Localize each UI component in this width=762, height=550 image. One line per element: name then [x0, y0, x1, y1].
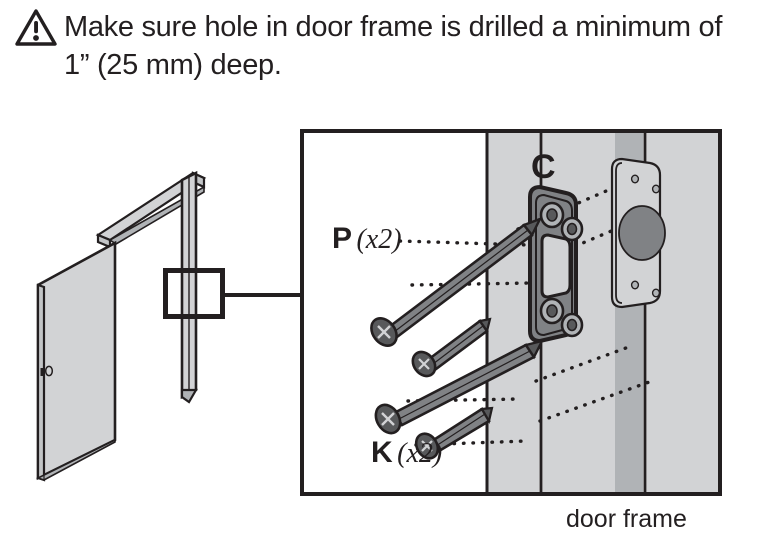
warning-triangle-icon [14, 8, 58, 48]
long-screw-P [370, 216, 543, 347]
door-frame-target-plate [610, 157, 666, 309]
strike-plate-C [528, 184, 584, 344]
caption-door-frame: door frame [566, 505, 687, 533]
screw-pair-P [370, 216, 543, 378]
part-label-c: C [531, 148, 556, 186]
short-screw-P [411, 317, 492, 378]
part-label-p: P (x2) [332, 222, 402, 256]
detail-panel-graphic [370, 133, 718, 492]
warning-text: Make sure hole in door frame is drilled … [64, 11, 723, 81]
part-qty-p: (x2) [356, 224, 402, 255]
part-id-k: K [371, 436, 393, 469]
detail-callout-box [163, 268, 225, 319]
part-qty-k: (x2) [397, 438, 443, 469]
part-id-p: P [332, 222, 353, 255]
strike-plate-screw-holes [539, 201, 584, 338]
drilled-hole-oval [618, 205, 666, 261]
door-frame-strips [485, 133, 718, 492]
detail-panel [300, 129, 722, 496]
short-screw-K [414, 406, 494, 460]
open-door-with-frame-illustration [18, 140, 318, 500]
long-screw-K [374, 339, 545, 435]
screw-pair-K [374, 339, 545, 460]
callout-leader-line [225, 293, 303, 297]
warning-block: Make sure hole in door frame is drilled … [14, 8, 734, 84]
part-label-k: K (x2) [371, 436, 442, 470]
